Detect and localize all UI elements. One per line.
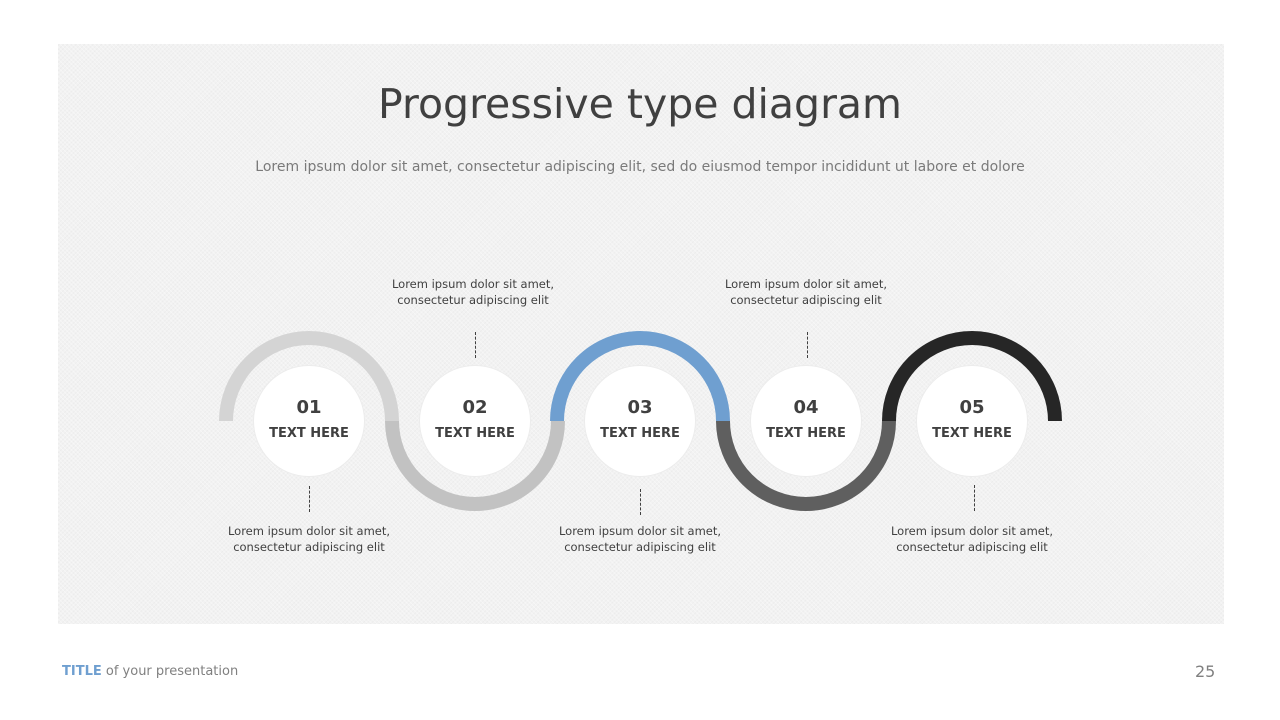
desc-line: consectetur adipiscing elit: [730, 293, 882, 307]
step-description-04: Lorem ipsum dolor sit amet, consectetur …: [706, 276, 906, 308]
step-description-03: Lorem ipsum dolor sit amet, consectetur …: [540, 523, 740, 555]
step-label: TEXT HERE: [269, 426, 349, 441]
step-node-04: 04 TEXT HERE: [751, 366, 861, 476]
arc-top-01: [219, 331, 399, 422]
desc-line: consectetur adipiscing elit: [397, 293, 549, 307]
step-label: TEXT HERE: [435, 426, 515, 441]
slide-title: Progressive type diagram: [378, 80, 902, 128]
arc-bottom-04: [716, 420, 896, 511]
arc-top-03: [550, 331, 730, 422]
dashed-connector: [309, 486, 310, 512]
step-description-02: Lorem ipsum dolor sit amet, consectetur …: [373, 276, 573, 308]
slide-subtitle: Lorem ipsum dolor sit amet, consectetur …: [255, 159, 1025, 175]
desc-line: consectetur adipiscing elit: [896, 540, 1048, 554]
step-node-01: 01 TEXT HERE: [254, 366, 364, 476]
step-description-05: Lorem ipsum dolor sit amet, consectetur …: [872, 523, 1072, 555]
step-number: 01: [296, 397, 322, 418]
dashed-connector: [640, 489, 641, 515]
step-node-05: 05 TEXT HERE: [917, 366, 1027, 476]
desc-line: Lorem ipsum dolor sit amet,: [558, 524, 722, 538]
step-number: 02: [462, 397, 488, 418]
footer-title-rest: of your presentation: [101, 664, 239, 679]
desc-line: Lorem ipsum dolor sit amet,: [227, 524, 391, 538]
step-description-01: Lorem ipsum dolor sit amet, consectetur …: [209, 523, 409, 555]
dashed-connector: [974, 485, 975, 511]
step-label: TEXT HERE: [932, 426, 1012, 441]
step-number: 05: [959, 397, 985, 418]
desc-line: consectetur adipiscing elit: [564, 540, 716, 554]
desc-line: Lorem ipsum dolor sit amet,: [724, 277, 888, 291]
desc-line: Lorem ipsum dolor sit amet,: [391, 277, 555, 291]
step-label: TEXT HERE: [766, 426, 846, 441]
step-number: 04: [793, 397, 819, 418]
desc-line: consectetur adipiscing elit: [233, 540, 385, 554]
footer-title: TITLE of your presentation: [62, 664, 238, 679]
arc-bottom-02: [385, 420, 565, 511]
desc-line: Lorem ipsum dolor sit amet,: [890, 524, 1054, 538]
step-label: TEXT HERE: [600, 426, 680, 441]
step-number: 03: [627, 397, 653, 418]
step-node-03: 03 TEXT HERE: [585, 366, 695, 476]
arc-top-05: [882, 331, 1062, 422]
footer-title-accent: TITLE: [62, 664, 102, 679]
dashed-connector: [475, 332, 476, 358]
page-number: 25: [1195, 662, 1216, 681]
step-node-02: 02 TEXT HERE: [420, 366, 530, 476]
dashed-connector: [807, 332, 808, 358]
